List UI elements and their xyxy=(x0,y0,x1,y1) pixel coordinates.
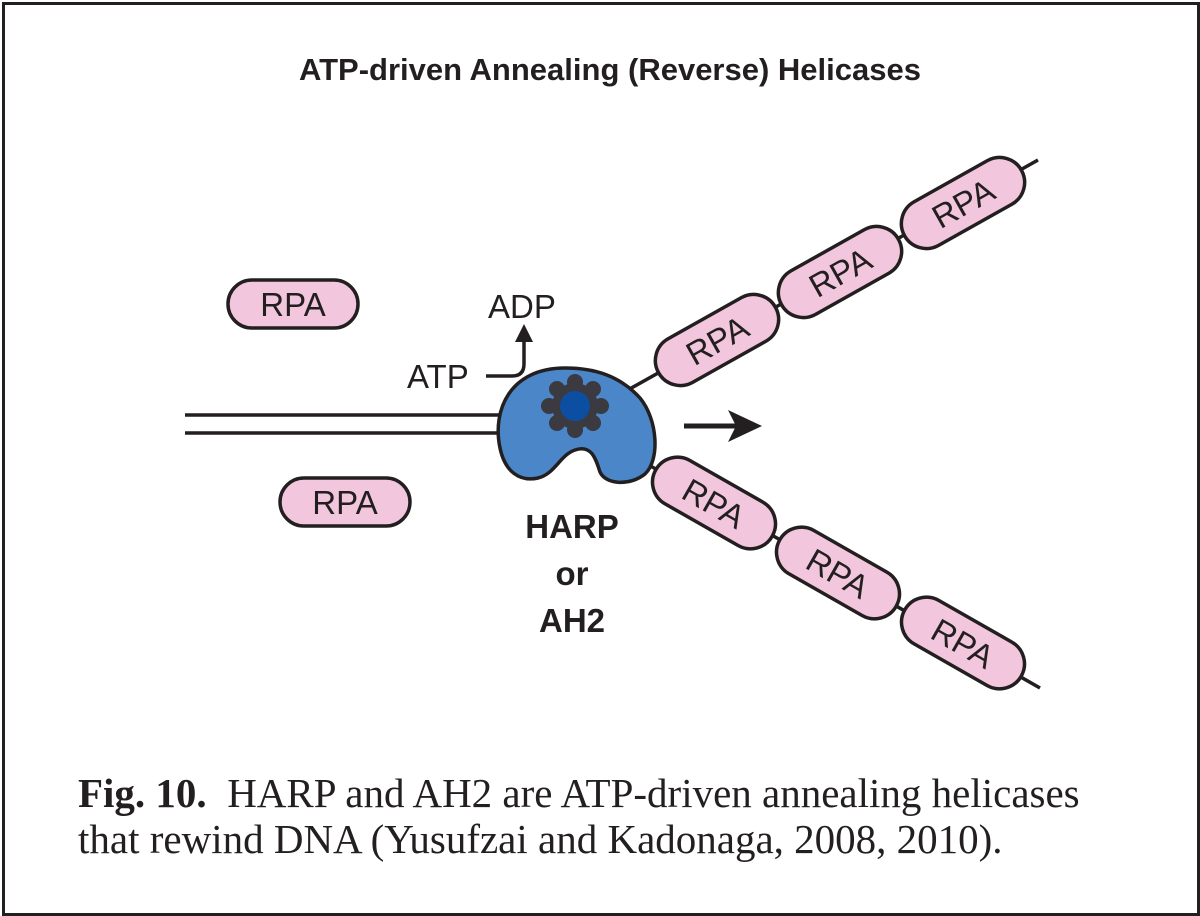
lower-rpa-2: RPA xyxy=(774,525,902,621)
enzyme-label-line2: or xyxy=(556,555,589,592)
atp-label: ATP xyxy=(407,358,469,395)
atp-adp-arrowhead xyxy=(515,324,533,342)
upper-rpa-1: RPA xyxy=(653,292,781,388)
caption-line-2: that rewind DNA (Yusufzai and Kadonaga, … xyxy=(78,816,1168,862)
lower-rpa-1: RPA xyxy=(650,455,778,551)
figure-caption: Fig. 10. HARP and AH2 are ATP-driven ann… xyxy=(78,770,1168,862)
direction-arrowhead xyxy=(728,410,762,442)
free-rpa-2-label: RPA xyxy=(312,484,377,521)
enzyme-label-line3: AH2 xyxy=(539,602,605,639)
caption-text-2: that rewind DNA (Yusufzai and Kadonaga, … xyxy=(78,816,1003,862)
free-rpa-1: RPA xyxy=(226,278,360,330)
caption-text-1: HARP and AH2 are ATP-driven annealing he… xyxy=(227,770,1080,816)
enzyme-harp-ah2 xyxy=(496,366,657,485)
free-rpa-2: RPA xyxy=(278,476,412,528)
upper-rpa-2: RPA xyxy=(776,224,904,320)
caption-line-1: Fig. 10. HARP and AH2 are ATP-driven ann… xyxy=(78,770,1168,816)
enzyme-label-line1: HARP xyxy=(525,508,619,545)
free-rpa-1-label: RPA xyxy=(260,286,325,323)
diagram-title: ATP-driven Annealing (Reverse) Helicases xyxy=(299,52,921,87)
lower-rpa-3: RPA xyxy=(899,595,1027,691)
caption-figure-label: Fig. 10. xyxy=(78,770,207,816)
atp-adp-arrow xyxy=(486,338,526,378)
upper-rpa-3: RPA xyxy=(899,155,1027,251)
enzyme-core xyxy=(560,391,590,421)
adp-label: ADP xyxy=(488,288,556,325)
